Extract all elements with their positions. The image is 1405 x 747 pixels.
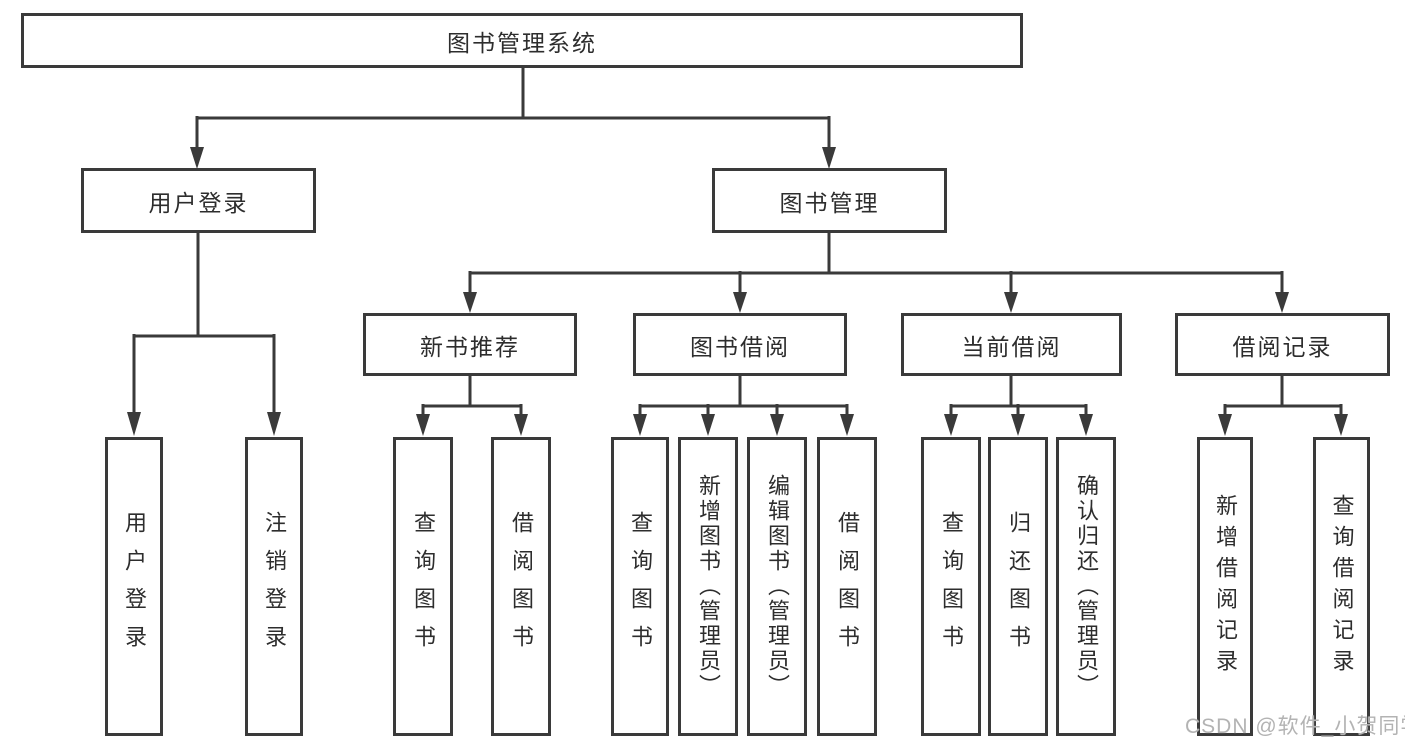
node-new-book-recommendation: 新书推荐 xyxy=(363,313,577,376)
leaf-return-books: 归还图书 xyxy=(988,437,1048,736)
leaf-query-borrow-record: 查询借阅记录 xyxy=(1313,437,1370,736)
connector-book-management-to-level3 xyxy=(463,233,1289,313)
leaf-query-books-recommend: 查询图书 xyxy=(393,437,453,736)
watermark-csdn: CSDN @软件_小贺同学 xyxy=(1185,715,1405,738)
leaf-add-borrow-record: 新增借阅记录 xyxy=(1197,437,1253,736)
connector-new-book-recommendation-to-leaves xyxy=(416,376,528,436)
leaf-query-books-current-label: 查询图书 xyxy=(939,510,964,663)
node-user-login-label: 用户登录 xyxy=(148,189,249,216)
leaf-user-login-label: 用户登录 xyxy=(122,510,147,663)
leaf-return-books-label: 归还图书 xyxy=(1006,510,1031,663)
leaf-query-books-recommend-label: 查询图书 xyxy=(411,510,436,663)
leaf-query-borrow-record-label: 查询借阅记录 xyxy=(1329,493,1355,680)
leaf-add-book-admin: 新增图书（管理员） xyxy=(678,437,738,736)
connector-current-borrowing-to-leaves xyxy=(944,376,1093,436)
leaf-user-login: 用户登录 xyxy=(105,437,163,736)
leaf-query-books-borrowing: 查询图书 xyxy=(611,437,669,736)
leaf-borrow-books-recommend: 借阅图书 xyxy=(491,437,551,736)
leaf-edit-book-admin-label: 编辑图书（管理员） xyxy=(765,474,790,699)
leaf-borrow-books-borrowing: 借阅图书 xyxy=(817,437,877,736)
leaf-edit-book-admin: 编辑图书（管理员） xyxy=(747,437,807,736)
leaf-borrow-books-recommend-label: 借阅图书 xyxy=(509,510,534,663)
node-new-book-recommendation-label: 新书推荐 xyxy=(420,333,520,360)
connector-root-to-level2 xyxy=(190,68,836,169)
node-borrowing-records: 借阅记录 xyxy=(1175,313,1390,376)
leaf-query-books-current: 查询图书 xyxy=(921,437,981,736)
node-book-borrowing: 图书借阅 xyxy=(633,313,847,376)
leaf-add-book-admin-label: 新增图书（管理员） xyxy=(696,474,721,699)
leaf-confirm-return-admin-label: 确认归还（管理员） xyxy=(1074,474,1099,699)
connector-borrowing-records-to-leaves xyxy=(1218,376,1348,436)
node-current-borrowing-label: 当前借阅 xyxy=(961,333,1062,360)
leaf-add-borrow-record-label: 新增借阅记录 xyxy=(1213,493,1238,680)
leaf-query-books-borrowing-label: 查询图书 xyxy=(628,510,653,663)
leaf-borrow-books-borrowing-label: 借阅图书 xyxy=(835,510,860,663)
node-current-borrowing: 当前借阅 xyxy=(901,313,1122,376)
node-book-management: 图书管理 xyxy=(712,168,947,233)
node-borrowing-records-label: 借阅记录 xyxy=(1232,333,1333,360)
leaf-confirm-return-admin: 确认归还（管理员） xyxy=(1056,437,1116,736)
node-book-borrowing-label: 图书借阅 xyxy=(690,333,790,360)
node-root-system: 图书管理系统 xyxy=(21,13,1023,68)
leaf-logout: 注销登录 xyxy=(245,437,303,736)
node-user-login: 用户登录 xyxy=(81,168,316,233)
leaf-logout-label: 注销登录 xyxy=(262,510,287,663)
node-book-management-label: 图书管理 xyxy=(779,189,880,216)
connector-book-borrowing-to-leaves xyxy=(633,376,854,436)
connector-user-login-to-leaves xyxy=(127,233,281,436)
node-root-label: 图书管理系统 xyxy=(447,29,597,56)
